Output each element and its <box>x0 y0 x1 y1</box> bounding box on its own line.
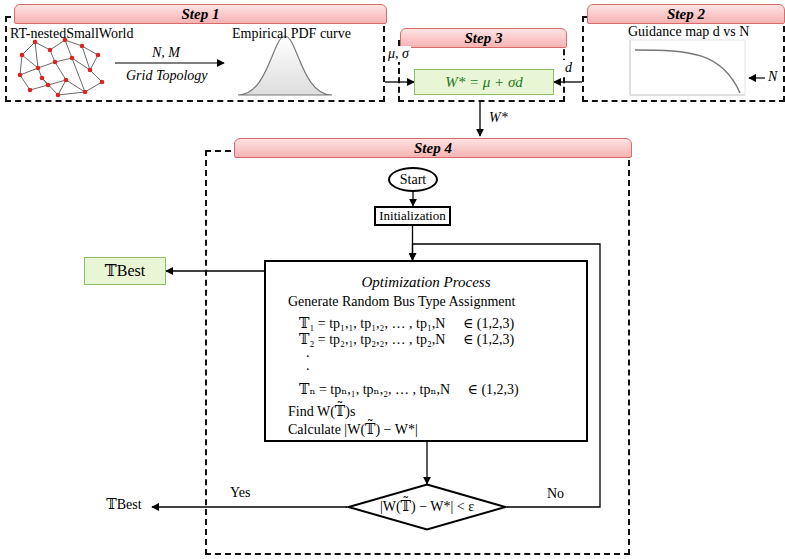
node-label: Start <box>400 172 426 188</box>
connector-arrow <box>554 81 582 82</box>
edge-label: μ, σ <box>386 46 411 62</box>
box-line: 𝕋ₙ = tpₙ,₁, tpₙ,₂, … , tpₙ,N ∈ (1,2,3) <box>299 382 519 398</box>
step-header: Step 3 <box>400 28 567 48</box>
annotation-label: Grid Topology <box>126 68 208 84</box>
guidance-curve <box>635 50 740 93</box>
box-line: 𝕋₂ = tp₂,₁, tp₂,₂, … , tp₂,N ∈ (1,2,3) <box>299 332 514 348</box>
formula-box: W* = μ + σd <box>414 69 554 95</box>
node-label: Initialization <box>379 208 445 224</box>
box-line: Calculate |W(𝕋̃) − W*| <box>288 422 418 438</box>
connector-arrow <box>412 192 413 206</box>
annotation-label: Guidance map d vs N <box>628 24 749 40</box>
step-panel: Step 3W* = μ + σd <box>398 40 565 102</box>
start-oval: Start <box>388 167 438 192</box>
annotation-label: RT-nestedSmallWorld <box>10 26 134 42</box>
connector-arrow <box>479 102 480 136</box>
node-label: |W(𝕋̃) − W*| < ε <box>380 499 474 515</box>
step1-arrow <box>115 62 224 63</box>
step-header: Step 2 <box>587 4 785 24</box>
annotation-label: Empirical PDF curve <box>232 26 351 42</box>
network-graph <box>20 40 102 95</box>
step-header: Step 4 <box>234 138 632 158</box>
connector-arrow <box>426 442 427 484</box>
guidance-axes <box>630 40 745 95</box>
n-input-arrow <box>749 77 765 78</box>
process-box: Initialization <box>374 206 451 226</box>
edge-label: Yes <box>228 485 252 501</box>
bell-curve <box>238 36 332 95</box>
annotation-label: N, M <box>152 45 180 61</box>
box-line: . <box>306 358 310 374</box>
connector-arrow <box>152 506 347 507</box>
step-header: Step 1 <box>14 4 387 24</box>
box-line: Find W(𝕋̃)s <box>288 404 355 420</box>
box-heading: Optimization Process <box>266 274 586 290</box>
network-nodes <box>18 38 105 98</box>
edge-label: No <box>545 486 566 502</box>
result-text: 𝕋Best <box>98 495 150 515</box>
box-line: 𝕋₁ = tp₁,₁, tp₁,₂, … , tp₁,N ∈ (1,2,3) <box>299 316 514 332</box>
process-box: Optimization ProcessGenerate Random Bus … <box>264 260 588 442</box>
annotation-label: N <box>768 69 777 85</box>
connector-arrow <box>166 270 264 271</box>
step-panel: Step 4StartInitializationOptimization Pr… <box>205 150 630 555</box>
result-box: 𝕋Best <box>84 257 166 285</box>
node-label: W* = μ + σd <box>445 74 523 90</box>
node-label: 𝕋Best <box>105 263 145 279</box>
edge-label: W* <box>487 110 510 126</box>
edge-label: d <box>563 60 574 76</box>
box-line: Generate Random Bus Type Assignment <box>288 294 515 310</box>
decision-diamond: |W(𝕋̃) − W*| < ε <box>347 484 507 530</box>
guidance-frame <box>630 40 745 95</box>
node-label: 𝕋Best <box>106 497 141 513</box>
